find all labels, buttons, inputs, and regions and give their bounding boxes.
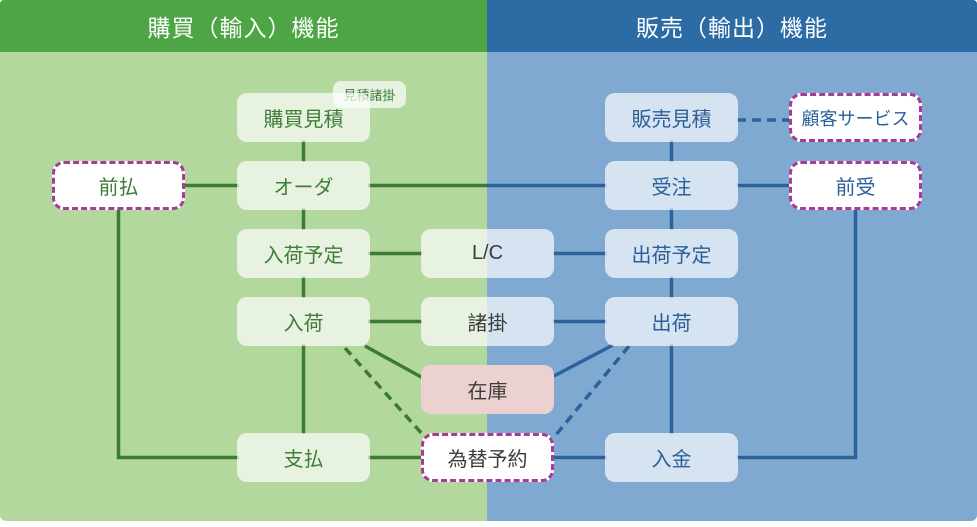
purchasing-header-title: 購買（輸入）機能 [147, 15, 340, 41]
node-shipping: 出荷 [605, 297, 738, 346]
node-arrival: 入荷 [237, 297, 370, 346]
node-exchange-contract: 為替予約 [421, 433, 554, 482]
node-arrival-schedule: 入荷予定 [237, 229, 370, 278]
node-sales-estimate: 販売見積 [605, 93, 738, 142]
node-inventory: 在庫 [421, 365, 554, 414]
purchasing-header: 購買（輸入）機能 [0, 0, 487, 52]
node-purchase-estimate: 購買見積 [237, 93, 370, 142]
edge-arrival-inventory [364, 344, 424, 380]
edge-prepayment-payment [116, 210, 239, 460]
node-charges: 諸掛 [421, 297, 554, 346]
node-advance-received: 前受 [789, 161, 922, 210]
node-order: オーダ [237, 161, 370, 210]
node-customer-service: 顧客サービス [789, 93, 922, 142]
sales-header-title: 販売（輸出）機能 [636, 15, 828, 41]
node-shipping-schedule: 出荷予定 [605, 229, 738, 278]
edge-shipping-exchange-contract-dashed [553, 344, 631, 438]
node-payment: 支払 [237, 433, 370, 482]
node-prepayment: 前払 [52, 161, 185, 210]
node-lc: L/C [421, 229, 554, 278]
node-deposit: 入金 [605, 433, 738, 482]
edge-arrival-exchange-contract-dashed [343, 346, 426, 438]
node-sales-order: 受注 [605, 161, 738, 210]
sales-header: 販売（輸出）機能 [487, 0, 977, 52]
edge-advance-received-deposit [737, 210, 858, 460]
edge-shipping-inventory [553, 343, 614, 378]
